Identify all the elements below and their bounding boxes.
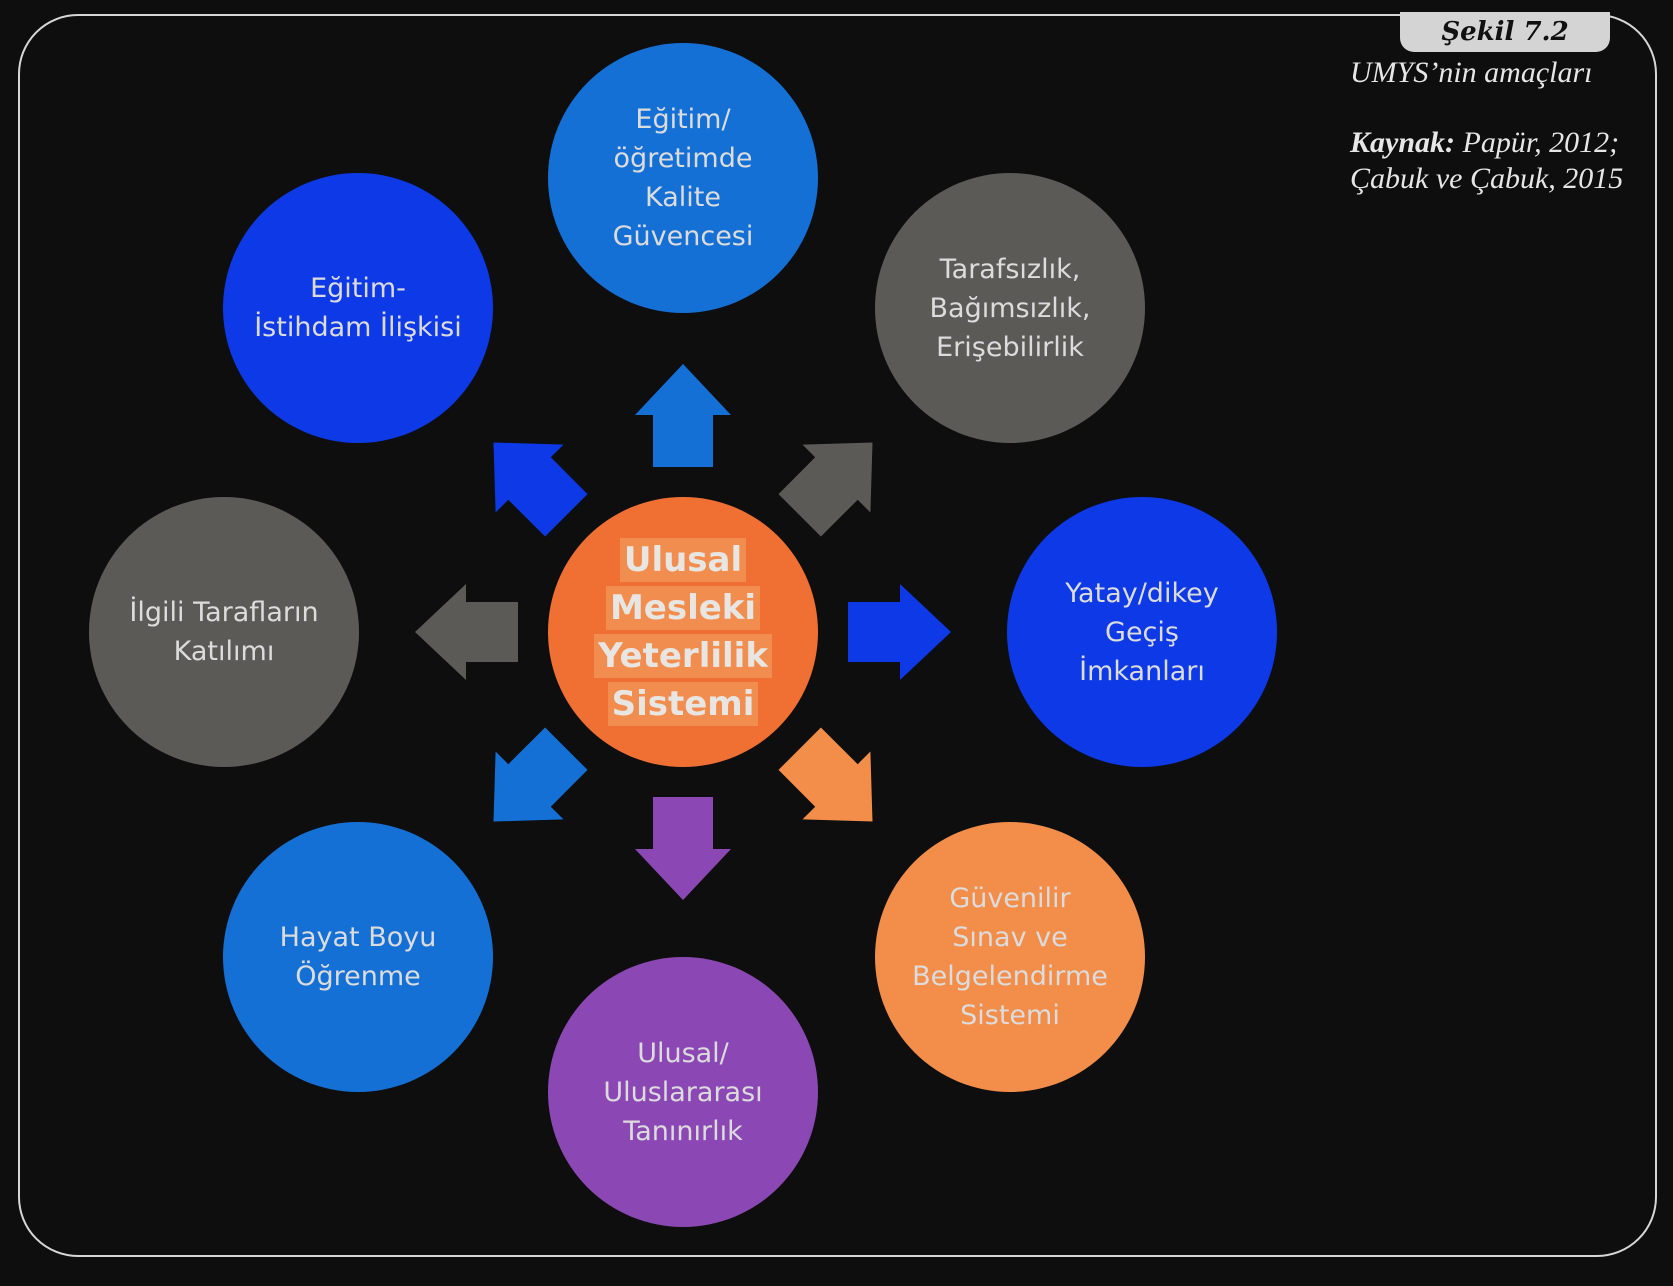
center-line: Ulusal <box>619 538 747 582</box>
goal-node-bottom-left: Hayat Boyu Öğrenme <box>223 822 493 1092</box>
arrow-down-left-icon <box>493 727 588 822</box>
goal-node-label: Yatay/dikey Geçiş İmkanları <box>1065 577 1219 687</box>
center-line: Yeterlilik <box>594 634 772 678</box>
arrow-down-icon <box>635 797 731 900</box>
figure-caption: UMYS’nin amaçları Kaynak: Papür, 2012; Ç… <box>1350 55 1623 197</box>
source-line-2: Çabuk ve Çabuk, 2015 <box>1350 162 1624 195</box>
source-text-1: Papür, 2012; <box>1455 126 1620 159</box>
goal-node-label: Eğitim/ öğretimde Kalite Güvencesi <box>612 104 754 252</box>
goal-node-label: İlgili Tarafların Katılımı <box>129 597 319 667</box>
goal-node-top-left: Eğitim- İstihdam İlişkisi <box>223 173 493 443</box>
figure-title: UMYS’nin amaçları <box>1350 56 1593 89</box>
arrow-up-left-icon <box>493 442 588 537</box>
goal-node-label: Ulusal/ Uluslararası Tanınırlık <box>603 1037 763 1147</box>
arrow-right-icon <box>848 584 951 680</box>
goal-node-bottom-right: Güvenilir Sınav ve Belgelendirme Sistemi <box>875 822 1145 1092</box>
figure-label: Şekil 7.2 <box>1400 12 1610 52</box>
arrow-up-right-icon <box>778 442 873 537</box>
source-line-1: Kaynak: Papür, 2012; <box>1350 125 1623 161</box>
center-line: Sistemi <box>607 682 759 726</box>
arrow-down-right-icon <box>778 727 873 822</box>
figure-frame: Şekil 7.2 <box>18 12 1657 1257</box>
goal-node-label: Eğitim- İstihdam İlişkisi <box>254 273 462 343</box>
arrow-up-icon <box>635 364 731 467</box>
goal-node-label: Tarafsızlık, Bağımsızlık, Erişebilirlik <box>929 253 1091 363</box>
center-line: Mesleki <box>605 586 761 630</box>
goal-node-label: Güvenilir Sınav ve Belgelendirme Sistemi <box>912 883 1108 1031</box>
goal-node-top: Eğitim/ öğretimde Kalite Güvencesi <box>548 43 818 313</box>
goal-node-bottom: Ulusal/ Uluslararası Tanınırlık <box>548 957 818 1227</box>
goal-node-top-right: Tarafsızlık, Bağımsızlık, Erişebilirlik <box>875 173 1145 443</box>
goal-node-label: Hayat Boyu Öğrenme <box>279 922 437 992</box>
goal-node-right: Yatay/dikey Geçiş İmkanları <box>1007 497 1277 767</box>
center-node-umys: Ulusal Mesleki Yeterlilik Sistemi <box>548 497 818 767</box>
arrow-left-icon <box>415 584 518 680</box>
goal-node-left: İlgili Tarafların Katılımı <box>89 497 359 767</box>
source-label: Kaynak: <box>1350 126 1455 159</box>
